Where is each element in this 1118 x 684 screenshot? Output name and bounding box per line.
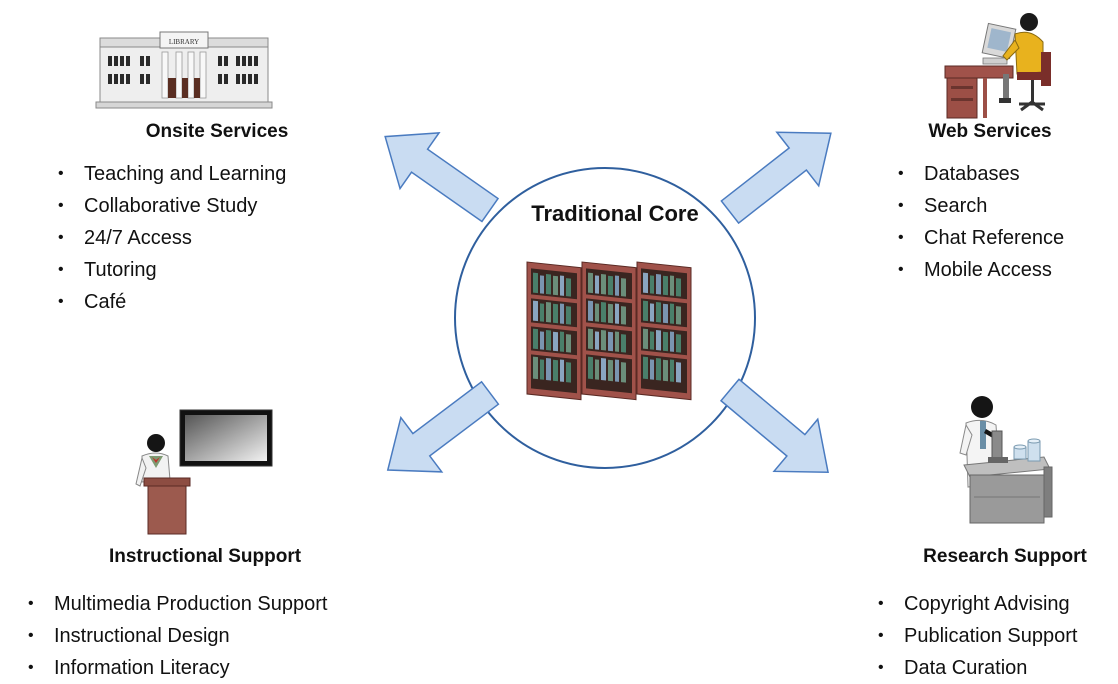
- list-item: Café: [58, 286, 286, 318]
- arrow-to-web: [720, 131, 832, 225]
- core-title: Traditional Core: [531, 201, 699, 226]
- web-services-title: Web Services: [928, 121, 1052, 142]
- instructional-support-list: Multimedia Production Support Instructio…: [28, 588, 327, 684]
- arrow-to-instructional: [386, 380, 500, 473]
- research-support-list: Copyright Advising Publication Support D…: [878, 588, 1077, 684]
- list-item: Search: [898, 190, 1064, 222]
- list-item: Publication Support: [878, 620, 1077, 652]
- list-item: Multimedia Production Support: [28, 588, 327, 620]
- list-item: Collaborative Study: [58, 190, 286, 222]
- list-item: Data Curation: [878, 652, 1077, 684]
- presenter-podium-icon: [135, 409, 273, 535]
- instructional-support-title: Instructional Support: [108, 546, 302, 567]
- list-item: Teaching and Learning: [58, 158, 286, 190]
- web-services-list: Databases Search Chat Reference Mobile A…: [898, 158, 1064, 286]
- onsite-services-list: Teaching and Learning Collaborative Stud…: [58, 158, 286, 318]
- list-item: Copyright Advising: [878, 588, 1077, 620]
- research-support-title: Research Support: [923, 546, 1087, 567]
- list-item: Information Literacy: [28, 652, 327, 684]
- library-building-icon: LIBRARY: [95, 31, 273, 109]
- arrow-to-research: [719, 378, 829, 474]
- list-item: Tutoring: [58, 254, 286, 286]
- lab-scientist-icon: [959, 396, 1053, 524]
- arrow-to-onsite: [384, 131, 500, 223]
- list-item: Instructional Design: [28, 620, 327, 652]
- bookshelves-icon: [526, 261, 692, 401]
- onsite-services-title: Onsite Services: [145, 121, 289, 142]
- library-sign-text: LIBRARY: [169, 38, 199, 46]
- list-item: Chat Reference: [898, 222, 1064, 254]
- computer-user-icon: [944, 13, 1051, 119]
- list-item: Mobile Access: [898, 254, 1064, 286]
- list-item: Databases: [898, 158, 1064, 190]
- list-item: 24/7 Access: [58, 222, 286, 254]
